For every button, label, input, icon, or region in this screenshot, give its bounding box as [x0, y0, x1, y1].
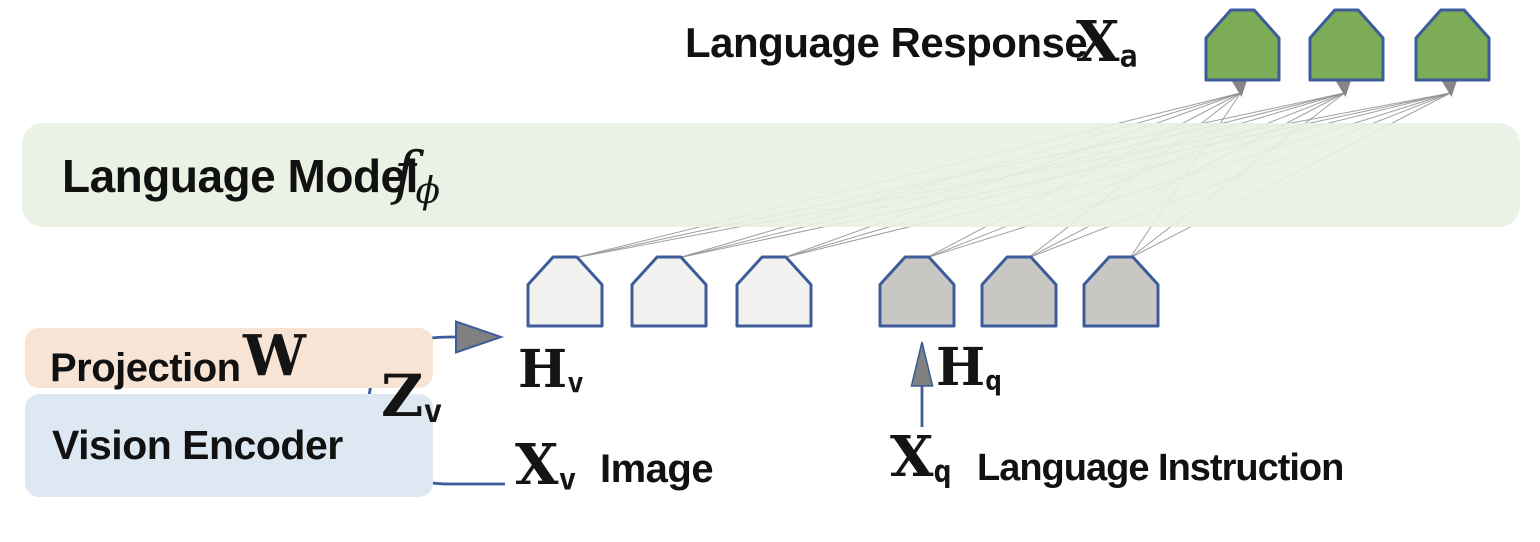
instruction-token: [878, 255, 956, 328]
image-label: Image: [600, 447, 714, 491]
response-token: [1414, 8, 1491, 82]
vision-encoder-label: Vision Encoder: [52, 422, 343, 468]
instruction-token: [1082, 255, 1160, 328]
x-v-base: X: [515, 432, 559, 498]
projection-label: Projection: [50, 346, 241, 390]
x-a-sub: a: [1119, 39, 1138, 75]
visual-token: [526, 255, 604, 328]
language-response-label: Language Response: [685, 19, 1088, 66]
h-v-base: H: [518, 339, 568, 400]
attention-arrowhead-icon: [1440, 79, 1458, 97]
h-q-base: H: [936, 337, 986, 398]
visual-token: [630, 255, 708, 328]
math-x-a: Xa: [1076, 14, 1138, 72]
math-h-q: Hq: [936, 342, 1002, 398]
response-token-arrowheads: [1230, 79, 1458, 97]
instruction-token: [980, 255, 1058, 328]
visual-token: [735, 255, 813, 328]
projection-box: [25, 328, 433, 388]
h-q-sub: q: [985, 364, 1002, 398]
instruction-up-arrow: [910, 341, 934, 427]
math-w: W: [243, 323, 306, 389]
response-token-row: [1204, 8, 1491, 82]
math-f-phi: fϕ: [394, 144, 440, 210]
language-model-label: Language Model: [62, 150, 418, 202]
up-arrowhead-icon: [910, 341, 934, 387]
z-v-sub: v: [423, 391, 443, 430]
language-model-bar: [22, 123, 1520, 227]
attention-arrowhead-icon: [1230, 79, 1248, 97]
math-x-q: Xq: [890, 429, 952, 487]
right-arrowhead-icon: [455, 320, 505, 354]
x-q-sub: q: [933, 454, 952, 490]
math-z-v: Zv: [381, 367, 443, 427]
x-v-sub: v: [558, 462, 577, 498]
f-phi-base: f: [394, 139, 416, 207]
x-q-base: X: [890, 424, 934, 490]
h-v-sub: v: [567, 366, 584, 400]
input-token-row: [526, 255, 1160, 328]
response-token: [1204, 8, 1281, 82]
f-phi-sub: ϕ: [415, 171, 441, 213]
z-v-base: Z: [381, 362, 424, 430]
x-a-base: X: [1076, 9, 1120, 75]
math-h-v: Hv: [518, 344, 584, 400]
language-instruction-label: Language Instruction: [977, 447, 1344, 489]
response-token: [1308, 8, 1385, 82]
vision-encoder-box: [25, 394, 433, 497]
math-x-v: Xv: [515, 437, 577, 495]
attention-arrowhead-icon: [1334, 79, 1352, 97]
